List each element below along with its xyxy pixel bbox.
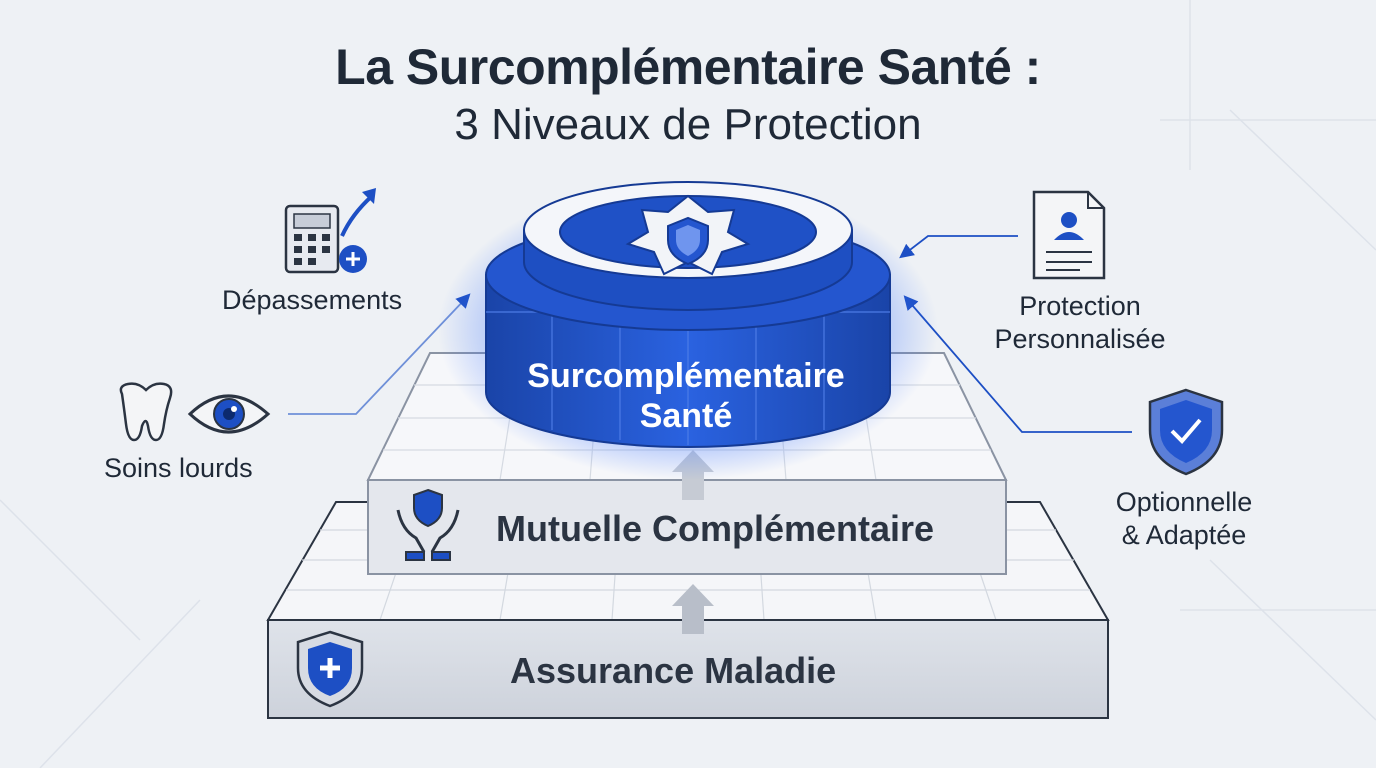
tier-top-label: Surcomplémentaire Santé	[480, 356, 892, 436]
tier-middle-label: Mutuelle Complémentaire	[496, 508, 935, 549]
page-subtitle: 3 Niveaux de Protection	[454, 100, 922, 149]
tier-top-graphic	[438, 180, 938, 480]
eye-icon	[187, 394, 271, 434]
label-protection-line2: Personnalisée	[994, 324, 1166, 354]
connector-lines	[288, 235, 1132, 433]
tier-top-label-line1: Surcomplémentaire	[527, 357, 845, 395]
label-optionnelle-adaptee: Optionnelle & Adaptée	[1094, 486, 1274, 552]
label-optionnelle-line1: Optionnelle	[1115, 487, 1253, 517]
shield-check-icon	[1148, 388, 1224, 476]
label-protection-line1: Protection	[1019, 291, 1141, 321]
calculator-icon	[284, 188, 376, 274]
label-soins-lourds: Soins lourds	[104, 453, 253, 483]
tooth-icon	[119, 382, 173, 442]
up-arrow-lower	[672, 584, 714, 634]
tier-top-label-line2: Santé	[639, 397, 733, 435]
shield-plus-icon	[296, 630, 364, 708]
page-title: La Surcomplémentaire Santé :	[335, 39, 1041, 95]
hands-shield-icon	[396, 488, 460, 561]
document-icon	[1032, 190, 1106, 280]
label-optionnelle-line2: & Adaptée	[1121, 520, 1247, 550]
label-depassements: Dépassements	[222, 285, 403, 315]
tier-base-label: Assurance Maladie	[510, 650, 837, 691]
label-protection-personnalisee: Protection Personnalisée	[980, 290, 1180, 356]
